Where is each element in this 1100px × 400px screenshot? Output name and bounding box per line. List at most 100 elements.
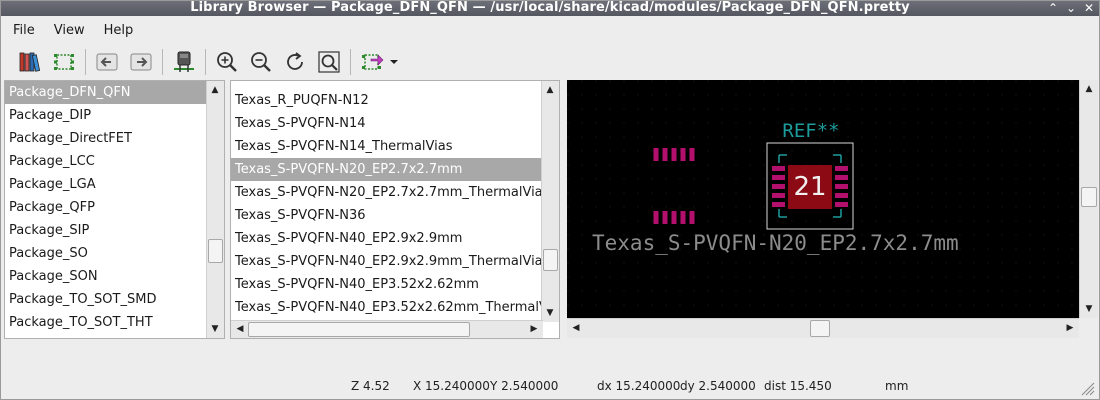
scroll-up-icon[interactable]: ▲: [211, 85, 219, 95]
scrollbar-thumb[interactable]: [208, 239, 223, 263]
library-select-icon[interactable]: [17, 49, 43, 75]
scroll-down-icon[interactable]: ▼: [546, 308, 554, 318]
footprint-value-label: Texas_S-PVQFN-N20_EP2.7x2.7mm: [592, 231, 959, 255]
footprint-item[interactable]: Texas_S-PVQFN-N14: [235, 116, 366, 131]
footprint-item[interactable]: Texas_S-PVQFN-N40_EP2.9x2.9mm_ThermalVia…: [235, 254, 550, 269]
courtyard-outline: [766, 142, 854, 230]
toolbar-separator: [350, 49, 351, 75]
dx-readout: dx 15.240000: [597, 379, 681, 393]
toolbar-separator: [205, 49, 206, 75]
next-icon[interactable]: [128, 49, 154, 75]
reference-designator: REF**: [782, 120, 839, 142]
resize-grip-icon[interactable]: [1079, 380, 1095, 396]
title-bar[interactable]: Library Browser — Package_DFN_QFN — /usr…: [1, 0, 1099, 16]
pad: [772, 202, 785, 207]
library-item[interactable]: Package_SON: [9, 269, 98, 284]
insert-footprint-icon[interactable]: [359, 49, 385, 75]
toolbar: [1, 45, 1099, 79]
menu-bar: File View Help: [1, 17, 1099, 43]
footprint-list-hscrollbar[interactable]: ◀ ▶: [231, 320, 543, 338]
footprint-select-icon[interactable]: [51, 49, 77, 75]
zoom-readout: Z 4.52: [351, 379, 390, 393]
scroll-right-icon[interactable]: ▶: [1066, 323, 1074, 333]
minimize-button[interactable]: ⌃: [1047, 1, 1059, 15]
scroll-down-icon[interactable]: ▼: [1085, 304, 1093, 314]
pad: [772, 166, 785, 171]
previous-icon[interactable]: [94, 49, 120, 75]
pad-number-label: 21: [793, 172, 826, 202]
3d-view-icon[interactable]: [171, 49, 197, 75]
footprint-item[interactable]: Texas_S-PVQFN-N20_EP2.7x2.7mm_ThermalVia…: [235, 185, 550, 200]
scrollbar-thumb[interactable]: [543, 249, 558, 271]
footprint-item[interactable]: Texas_S-PVQFN-N36: [235, 208, 366, 223]
toolbar-separator: [162, 49, 163, 75]
zoom-in-icon[interactable]: [214, 49, 240, 75]
exposed-pad: [788, 165, 832, 209]
dist-readout: dist 15.450: [764, 379, 832, 393]
footprint-item[interactable]: Texas_S-PVQFN-N14_ThermalVias: [235, 139, 453, 154]
scrollbar-thumb[interactable]: [810, 320, 830, 337]
close-button[interactable]: ✕: [1083, 1, 1095, 15]
library-item[interactable]: Package_SIP: [9, 223, 90, 238]
library-item[interactable]: Package_DirectFET: [9, 131, 132, 146]
pad: [680, 211, 686, 224]
pad: [835, 175, 848, 180]
zoom-out-icon[interactable]: [248, 49, 274, 75]
pad: [653, 148, 659, 161]
library-list[interactable]: Package_DFN_QFN Package_DIP Package_Direct…: [4, 80, 225, 339]
menu-file[interactable]: File: [13, 22, 35, 38]
pad: [835, 202, 848, 207]
scrollbar-thumb[interactable]: [248, 322, 470, 337]
library-item[interactable]: Package_QFP: [9, 200, 95, 215]
footprint-list-vscrollbar[interactable]: ▲ ▼: [541, 81, 559, 322]
toolbar-separator: [85, 49, 86, 75]
library-item[interactable]: Package_DIP: [9, 108, 92, 123]
pad: [835, 184, 848, 189]
library-list-scrollbar[interactable]: ▲ ▼: [206, 81, 224, 338]
pad: [835, 166, 848, 171]
pad: [689, 211, 695, 224]
library-item[interactable]: Package_LGA: [9, 177, 96, 192]
footprint-item[interactable]: Texas_S-PVQFN-N40_EP2.9x2.9mm: [235, 231, 463, 246]
footprint-pads: [653, 148, 848, 224]
scroll-up-icon[interactable]: ▲: [1085, 84, 1093, 94]
pad: [671, 148, 677, 161]
library-item[interactable]: Package_TO_SOT_THT: [9, 315, 153, 330]
footprint-item[interactable]: Texas_S-PVQFN-N40_EP3.52x2.62mm: [235, 277, 479, 292]
menu-help[interactable]: Help: [103, 22, 134, 38]
menu-view[interactable]: View: [53, 22, 85, 38]
zoom-fit-icon[interactable]: [316, 49, 342, 75]
scroll-left-icon[interactable]: ◀: [572, 323, 580, 333]
redraw-icon[interactable]: [282, 49, 308, 75]
window-title: Library Browser — Package_DFN_QFN — /usr…: [190, 0, 910, 15]
footprint-item[interactable]: Texas_S-PVQFN-N20_EP2.7x2.7mm: [231, 158, 541, 181]
x-coordinate: X 15.240000: [413, 379, 490, 393]
scroll-down-icon[interactable]: ▼: [211, 324, 219, 334]
pad: [680, 148, 686, 161]
maximize-button[interactable]: ⌄: [1065, 1, 1077, 15]
library-item[interactable]: Package_SO: [9, 246, 88, 261]
footprint-preview-canvas[interactable]: 21 REF** Texas_S-PVQFN-N20_EP2.7x2.7mm: [567, 80, 1079, 318]
scrollbar-thumb[interactable]: [1081, 187, 1097, 207]
footprint-item[interactable]: Texas_R_PUQFN-N12: [235, 93, 369, 108]
scroll-left-icon[interactable]: ◀: [236, 324, 244, 334]
footprint-item[interactable]: Texas_S-PVQFN-N40_EP3.52x2.62mm_ThermalV…: [235, 300, 560, 315]
units-readout: mm: [885, 379, 909, 393]
pad: [689, 148, 695, 161]
dropdown-arrow-icon[interactable]: [387, 49, 401, 75]
scroll-right-icon[interactable]: ▶: [530, 324, 538, 334]
pad: [772, 193, 785, 198]
pad: [772, 175, 785, 180]
footprint-list[interactable]: Texas_R_PUQFN-N12 Texas_R_PUQFN-N12Texas…: [230, 80, 560, 339]
library-item[interactable]: Package_TO_SOT_SMD: [9, 292, 157, 307]
library-item[interactable]: Package_LCC: [9, 154, 95, 169]
library-item[interactable]: Package_DFN_QFN: [5, 81, 206, 104]
preview-vscrollbar[interactable]: ▲ ▼: [1079, 80, 1098, 318]
scroll-up-icon[interactable]: ▲: [546, 85, 554, 95]
pad: [835, 193, 848, 198]
pad: [662, 148, 668, 161]
preview-hscrollbar[interactable]: ◀ ▶: [567, 318, 1079, 338]
pad: [662, 211, 668, 224]
pad: [671, 211, 677, 224]
